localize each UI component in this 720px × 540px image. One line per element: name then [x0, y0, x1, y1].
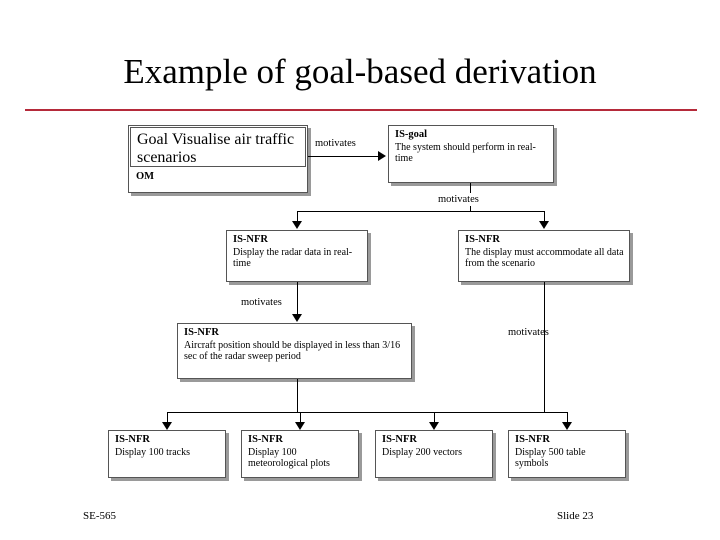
edge-isgoal-left-drop: [297, 211, 298, 223]
title-divider: [25, 109, 697, 111]
node-is-nfr-accommodate[interactable]: IS-NFR The display must accommodate all …: [458, 230, 630, 282]
node-is-nfr-accommodate-body: The display must accommodate all data fr…: [465, 246, 624, 269]
node-is-nfr-accommodate-header: IS-NFR: [465, 234, 501, 245]
node-is-goal-body: The system should perform in real-time: [395, 141, 536, 164]
node-is-nfr-100-met-body: Display 100 meteorological plots: [248, 446, 330, 469]
node-is-nfr-500-table-header: IS-NFR: [515, 434, 551, 445]
node-goal-om-label: OM: [136, 171, 155, 182]
node-is-nfr-aircraft-position-header: IS-NFR: [184, 327, 220, 338]
node-is-nfr-radar-body: Display the radar data in real-time: [233, 246, 353, 269]
edge-label-motivates-1: motivates: [315, 138, 356, 149]
node-is-nfr-100-met[interactable]: IS-NFR Display 100 meteorological plots: [241, 430, 359, 478]
edge-bottom-stem: [297, 379, 298, 412]
goal-derivation-diagram: Goal Visualise air traffic scenarios OM …: [0, 115, 720, 495]
node-is-nfr-200-vectors-header: IS-NFR: [382, 434, 418, 445]
edge-radar-to-aircraft-arrow: [292, 314, 302, 322]
node-is-nfr-200-vectors-body: Display 200 vectors: [382, 446, 462, 458]
node-is-nfr-radar[interactable]: IS-NFR Display the radar data in real-ti…: [226, 230, 368, 282]
edge-label-motivates-4: motivates: [508, 327, 549, 338]
edge-bottom-arrow-3: [429, 422, 439, 430]
node-goal[interactable]: Goal Visualise air traffic scenarios: [130, 127, 306, 167]
footer-slide-number: Slide 23: [557, 510, 594, 522]
edge-bottom-arrow-2: [295, 422, 305, 430]
edge-bottom-drop-3: [434, 412, 435, 424]
edge-isgoal-right-drop: [544, 211, 545, 223]
node-is-nfr-100-met-header: IS-NFR: [248, 434, 284, 445]
edge-radar-to-aircraft-line: [297, 282, 298, 317]
edge-goal-to-isgoal-arrow: [378, 151, 386, 161]
edge-label-motivates-3: motivates: [241, 297, 282, 308]
edge-accommodate-stem: [544, 282, 545, 412]
edge-isgoal-right-arrow: [539, 221, 549, 229]
edge-isgoal-down-to-bus: [470, 206, 471, 212]
page-title: Example of goal-based derivation: [123, 52, 597, 91]
edge-label-motivates-2: motivates: [438, 194, 479, 205]
node-is-nfr-aircraft-position-body: Aircraft position should be displayed in…: [184, 339, 401, 362]
node-is-nfr-500-table[interactable]: IS-NFR Display 500 table symbols: [508, 430, 626, 478]
edge-bottom-drop-4: [567, 412, 568, 424]
edge-isgoal-left-arrow: [292, 221, 302, 229]
node-goal-header: Goal: [137, 131, 169, 148]
edge-bottom-bus: [167, 412, 567, 413]
edge-goal-to-isgoal-line: [308, 156, 378, 157]
node-is-nfr-aircraft-position[interactable]: IS-NFR Aircraft position should be displ…: [177, 323, 412, 379]
edge-isgoal-stem: [470, 183, 471, 193]
node-is-nfr-100-tracks[interactable]: IS-NFR Display 100 tracks: [108, 430, 226, 478]
node-is-nfr-100-tracks-body: Display 100 tracks: [115, 446, 190, 458]
edge-bottom-arrow-1: [162, 422, 172, 430]
edge-bottom-drop-2: [300, 412, 301, 424]
node-is-nfr-500-table-body: Display 500 table symbols: [515, 446, 586, 469]
node-is-nfr-radar-header: IS-NFR: [233, 234, 269, 245]
footer-course-code: SE-565: [83, 510, 116, 522]
node-goal-body: Visualise air traffic scenarios: [137, 131, 295, 166]
edge-bottom-arrow-4: [562, 422, 572, 430]
node-is-goal-header: IS-goal: [395, 129, 428, 140]
edge-isgoal-bus: [297, 211, 544, 212]
node-is-nfr-100-tracks-header: IS-NFR: [115, 434, 151, 445]
node-is-nfr-200-vectors[interactable]: IS-NFR Display 200 vectors: [375, 430, 493, 478]
edge-bottom-drop-1: [167, 412, 168, 424]
node-is-goal[interactable]: IS-goal The system should perform in rea…: [388, 125, 554, 183]
